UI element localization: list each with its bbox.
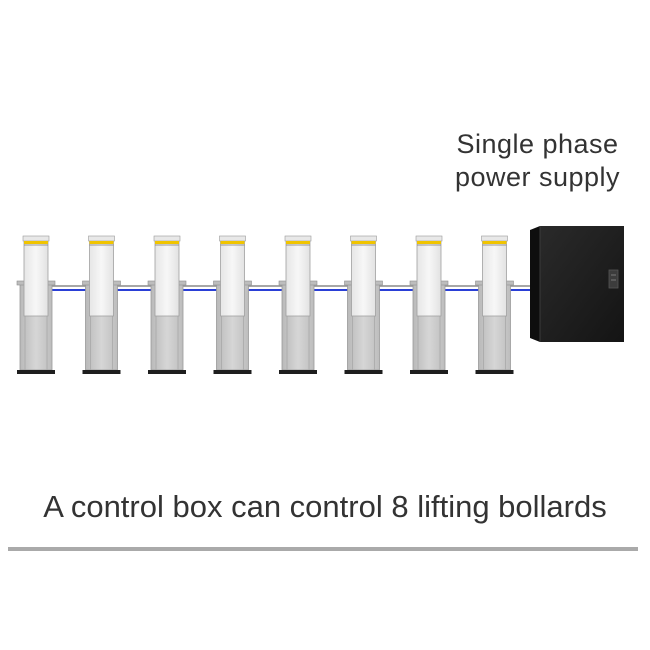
lifting-bollard-icon (16, 235, 56, 374)
lifting-bollard-icon (278, 235, 318, 374)
control-box-icon (530, 226, 624, 342)
lifting-bollard-icon (82, 235, 121, 374)
divider-line (8, 547, 638, 551)
power-supply-label-line2: power supply (454, 162, 621, 192)
lifting-bollard-icon (344, 235, 383, 374)
bollard-row (16, 235, 514, 374)
lifting-bollard-icon (213, 235, 252, 374)
power-supply-label: Single phase power supply (425, 128, 650, 194)
lifting-bollard-icon (409, 235, 449, 374)
caption: A control box can control 8 lifting boll… (43, 489, 607, 524)
lifting-bollard-icon (475, 235, 514, 374)
power-supply-label-line1: Single phase (456, 129, 619, 159)
lifting-bollard-icon (147, 235, 187, 374)
